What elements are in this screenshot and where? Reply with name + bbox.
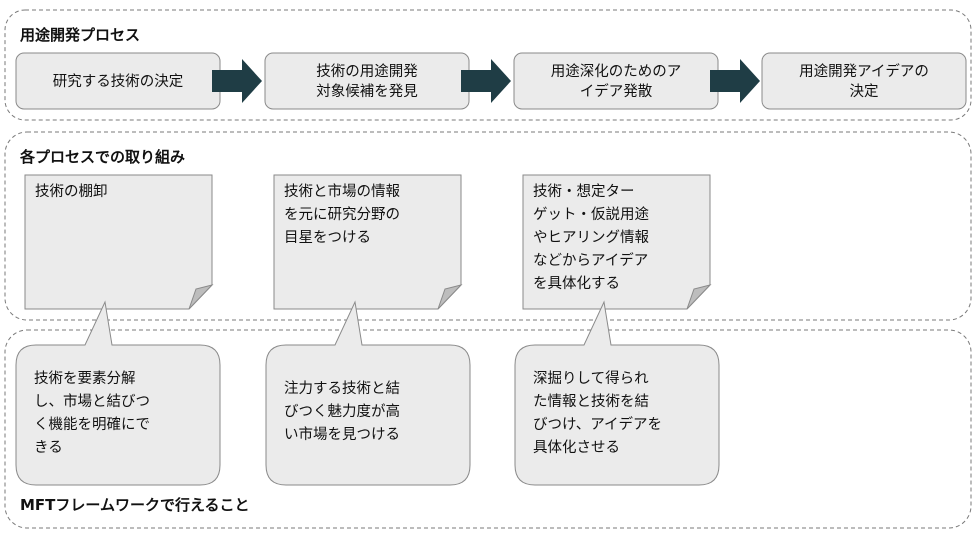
mft-section (4, 329, 972, 529)
speech-bubble-2: 注力する技術と結びつく魅力度が高い市場を見つける (265, 300, 471, 486)
note-card-3-text-line-5: を具体化する (533, 275, 620, 292)
note-card-3: 技術・想定ターゲット・仮説用途やヒアリング情報などからアイデアを具体化する (522, 174, 712, 310)
process-step-2: 技術の用途開発対象候補を発見 (264, 52, 470, 110)
speech-bubble-1-text: 技術を要素分解し、市場と結びつく機能を明確にできる (34, 370, 150, 456)
note-card-1-text-line-1: 技術の棚卸 (35, 183, 108, 200)
speech-bubble-3-text-line-1: 深掘りして得られ (533, 370, 649, 387)
speech-bubble-1-text-line-3: く機能を明確にで (34, 416, 150, 433)
process-step-2-text-line-1: 技術の用途開発 (316, 63, 418, 80)
process-step-3: 用途深化のためのアイデア発散 (513, 52, 719, 110)
speech-bubble-2-text-line-2: びつく魅力度が高 (284, 403, 400, 420)
note-card-1: 技術の棚卸 (24, 174, 214, 310)
process-step-2-text: 技術の用途開発対象候補を発見 (316, 63, 418, 100)
note-card-2-fold (437, 284, 463, 310)
efforts-section (4, 131, 972, 321)
speech-bubble-2-text-line-1: 注力する技術と結 (284, 380, 400, 397)
process-step-4: 用途開発アイデアの決定 (761, 52, 967, 110)
speech-bubble-1-text-line-2: し、市場と結びつ (34, 393, 150, 410)
arrow-1-to-2 (212, 59, 262, 103)
process-step-4-text-line-1: 用途開発アイデアの (799, 62, 929, 80)
process-step-4-text-line-2: 決定 (850, 83, 879, 100)
process-step-2-text-line-2: 対象候補を発見 (316, 83, 418, 100)
speech-bubble-3-text-line-4: 具体化させる (533, 439, 620, 456)
arrow-2-to-3 (461, 59, 511, 103)
process-section (4, 9, 972, 121)
speech-bubble-3: 深掘りして得られた情報と技術を結びつけ、アイデアを具体化させる (514, 300, 720, 486)
note-card-1-fold (188, 284, 214, 310)
process-step-3-text-line-1: 用途深化のためのア (551, 63, 682, 80)
speech-bubble-2-text-line-3: い市場を見つける (284, 426, 400, 443)
speech-bubble-1-text-line-1: 技術を要素分解 (34, 370, 136, 387)
note-card-2-text-line-3: 目星をつける (284, 229, 371, 246)
note-card-3-text: 技術・想定ターゲット・仮説用途やヒアリング情報などからアイデアを具体化する (533, 183, 649, 292)
note-card-3-text-line-2: ゲット・仮説用途 (533, 206, 649, 223)
process-step-1-text-line-1: 研究する技術の決定 (53, 73, 184, 90)
speech-bubble-2-text: 注力する技術と結びつく魅力度が高い市場を見つける (284, 380, 400, 443)
process-step-3-text-line-2: イデア発散 (580, 82, 653, 100)
note-card-2: 技術と市場の情報を元に研究分野の目星をつける (273, 174, 463, 310)
process-step-1: 研究する技術の決定 (15, 52, 221, 110)
process-section-title: 用途開発プロセス (20, 26, 140, 44)
note-card-2-text-line-1: 技術と市場の情報 (284, 183, 400, 200)
efforts-section-title: 各プロセスでの取り組み (19, 148, 185, 166)
speech-bubble-3-text: 深掘りして得られた情報と技術を結びつけ、アイデアを具体化させる (533, 370, 662, 456)
note-card-3-text-line-1: 技術・想定ター (533, 183, 635, 200)
note-card-2-text: 技術と市場の情報を元に研究分野の目星をつける (284, 183, 400, 246)
speech-bubble-3-text-line-2: た情報と技術を結 (533, 393, 649, 410)
process-step-4-text: 用途開発アイデアの決定 (799, 62, 929, 100)
mft-section-title: MFTフレームワークで行えること (20, 496, 250, 514)
speech-bubble-1: 技術を要素分解し、市場と結びつく機能を明確にできる (15, 300, 221, 486)
speech-bubble-3-text-line-3: びつけ、アイデアを (533, 415, 662, 433)
speech-bubble-1-text-line-4: きる (34, 439, 63, 456)
process-step-1-text: 研究する技術の決定 (53, 73, 184, 90)
arrow-3-to-4 (710, 59, 760, 103)
note-card-1-text: 技術の棚卸 (35, 183, 108, 200)
note-card-3-text-line-4: などからアイデア (533, 251, 648, 269)
process-step-3-text: 用途深化のためのアイデア発散 (551, 63, 682, 100)
note-card-2-text-line-2: を元に研究分野の (284, 206, 400, 223)
note-card-3-fold (686, 284, 712, 310)
note-card-3-text-line-3: やヒアリング情報 (533, 229, 649, 246)
